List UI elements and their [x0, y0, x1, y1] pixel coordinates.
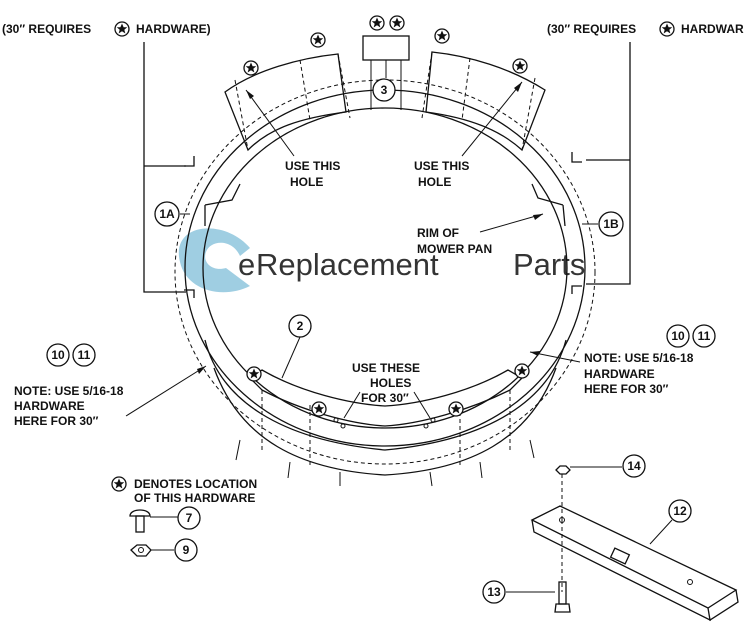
carriage-bolt: 7	[129, 506, 201, 533]
watermark: e Replacement Parts	[178, 228, 585, 293]
callout-2-text: 2	[297, 319, 304, 333]
rim-label-line2: MOWER PAN	[417, 242, 492, 256]
callout-10-right-text: 10	[671, 329, 685, 343]
hardware-star-icon	[311, 401, 327, 417]
callout-1b-text: 1B	[603, 217, 619, 231]
callout-1b: 1B	[582, 211, 624, 237]
watermark-replacement: Replacement	[256, 247, 439, 282]
requires-text-right: (30″ REQUIRES	[547, 22, 636, 36]
callout-1a: 1A	[154, 201, 190, 227]
hardware-legend: DENOTES LOCATION OF THIS HARDWARE	[111, 476, 257, 505]
callout-11-left-text: 11	[78, 348, 91, 362]
rim-label: RIM OF MOWER PAN	[417, 213, 544, 256]
hardware-star-icon	[243, 60, 259, 76]
note-left: 10 11 NOTE: USE 5/16-18 HARDWARE HERE FO…	[14, 343, 207, 428]
use-this-hole-left: USE THIS HOLE	[245, 89, 340, 189]
use-this-hole-right-line2: HOLE	[418, 175, 451, 189]
hardware-star-icon	[246, 366, 262, 382]
watermark-parts: Parts	[513, 247, 585, 282]
hardware-text-right: HARDWAR	[681, 22, 744, 36]
mounting-plate: 14 13 12	[482, 454, 739, 622]
note-right-line3: HERE FOR 30″	[584, 382, 669, 396]
use-this-hole-right-line1: USE THIS	[414, 159, 469, 173]
hardware-star-icon	[369, 15, 385, 31]
hardware-star-icon	[114, 21, 130, 37]
note-left-line3: HERE FOR 30″	[14, 414, 99, 428]
note-right-line2: HARDWARE	[584, 367, 655, 381]
note-left-line1: NOTE: USE 5/16-18	[14, 384, 124, 398]
hardware-star-icon	[310, 32, 326, 48]
callout-7-text: 7	[186, 511, 193, 525]
hardware-star-icon	[448, 401, 464, 417]
baffle-left	[224, 32, 351, 152]
callout-3: 3	[372, 76, 396, 102]
note-left-line2: HARDWARE	[14, 399, 85, 413]
callout-13-text: 13	[487, 585, 501, 599]
use-this-hole-right: USE THIS HOLE	[414, 81, 523, 189]
rim-label-line1: RIM OF	[417, 226, 459, 240]
requires-label-left: (30″ REQUIRES HARDWARE)	[2, 21, 211, 293]
hardware-text-left: HARDWARE)	[136, 22, 211, 36]
callout-3-text: 3	[381, 83, 388, 97]
bracket-part-3	[362, 15, 410, 110]
use-this-hole-left-line2: HOLE	[290, 175, 323, 189]
requires-text-left: (30″ REQUIRES	[2, 22, 91, 36]
use-these-line: USE THESE	[352, 361, 420, 375]
hardware-star-icon	[512, 58, 528, 74]
hardware-star-icon	[111, 476, 127, 492]
for-30-line: FOR 30″	[361, 391, 409, 405]
note-right-line1: NOTE: USE 5/16-18	[584, 351, 694, 365]
callout-10-left-text: 10	[51, 348, 65, 362]
watermark-logo-icon	[178, 228, 250, 293]
legend-line1: DENOTES LOCATION	[134, 477, 257, 491]
note-right: 10 11 NOTE: USE 5/16-18 HARDWARE HERE FO…	[529, 324, 716, 396]
hardware-star-icon	[514, 363, 530, 379]
baffle-right	[421, 28, 546, 152]
callout-2: 2	[281, 314, 312, 379]
watermark-e: e	[238, 247, 255, 282]
callout-11-right-text: 11	[698, 329, 711, 343]
requires-label-right: (30″ REQUIRES HARDWAR	[547, 21, 744, 285]
callout-12-text: 12	[673, 504, 687, 518]
callout-14-text: 14	[627, 459, 641, 473]
use-this-hole-left-line1: USE THIS	[285, 159, 340, 173]
use-these-holes-label: USE THESE HOLES FOR 30″	[343, 361, 431, 419]
baffle-bottom	[246, 363, 530, 465]
hardware-star-icon	[389, 15, 405, 31]
hardware-star-icon	[659, 21, 675, 37]
hex-nut: 9	[130, 538, 198, 562]
callout-1a-text: 1A	[159, 207, 175, 221]
legend-line2: OF THIS HARDWARE	[134, 491, 255, 505]
mower-pan-rim	[174, 79, 596, 487]
holes-line: HOLES	[370, 376, 411, 390]
callout-9-text: 9	[183, 543, 190, 557]
hardware-star-icon	[434, 28, 450, 44]
